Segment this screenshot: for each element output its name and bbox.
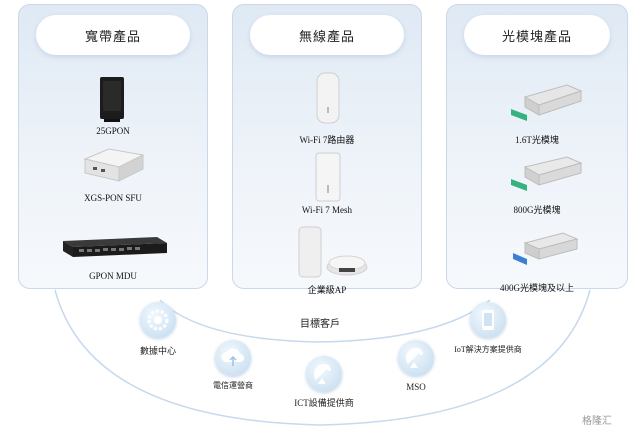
tablet-icon bbox=[470, 302, 506, 338]
sfu-device-icon bbox=[83, 148, 145, 182]
panel-title: 寬帶產品 bbox=[36, 15, 190, 55]
optical-module-800g-icon bbox=[511, 156, 583, 191]
item-label: XGS-PON SFU bbox=[84, 193, 142, 203]
customer-label: IoT解決方案提供商 bbox=[454, 345, 522, 354]
router-device-icon bbox=[316, 72, 340, 124]
mdu-device-icon bbox=[63, 237, 167, 257]
item-label: Wi-Fi 7 Mesh bbox=[301, 205, 353, 215]
optical-module-1-6t-icon bbox=[511, 84, 583, 121]
watermark: 格隆汇 bbox=[582, 416, 612, 427]
panel-broadband: 寬帶產品 25GPON XGS-PON SFU GPON MDU bbox=[18, 4, 208, 289]
panel-optical-module: 光模塊產品 1.6T光模塊 800G光模塊 400G光模塊及以上 bbox=[446, 4, 628, 293]
customer-label: MSO bbox=[406, 382, 426, 392]
customer-label: ICT設備提供商 bbox=[294, 398, 354, 408]
satellite-dish-icon bbox=[398, 340, 434, 376]
item-label: 25GPON bbox=[96, 126, 130, 136]
item-label: 1.6T光模塊 bbox=[515, 135, 559, 145]
panel-title: 光模塊產品 bbox=[464, 15, 610, 55]
optical-module-400g-icon bbox=[513, 232, 579, 265]
item-label: 800G光模塊 bbox=[513, 205, 561, 215]
target-customers-label: 目標客戶 bbox=[300, 319, 340, 330]
item-label: Wi-Fi 7路由器 bbox=[299, 135, 355, 145]
item-label: 企業級AP bbox=[307, 285, 347, 295]
panel-title: 無線產品 bbox=[250, 15, 404, 55]
cloud-upload-icon bbox=[215, 340, 251, 376]
item-label: GPON MDU bbox=[89, 271, 137, 281]
mesh-device-icon bbox=[315, 152, 341, 202]
customer-label: 電信運營商 bbox=[213, 381, 253, 390]
gpon-device-icon bbox=[100, 77, 124, 122]
customer-label: 數據中心 bbox=[139, 346, 177, 356]
gear-icon bbox=[140, 302, 176, 338]
satellite-dish-icon bbox=[306, 356, 342, 392]
panel-wireless: 無線產品 Wi-Fi 7路由器 Wi-Fi 7 Mesh 企業級AP bbox=[232, 4, 422, 295]
ap-device-icon bbox=[298, 226, 368, 278]
item-label: 400G光模塊及以上 bbox=[500, 283, 574, 293]
